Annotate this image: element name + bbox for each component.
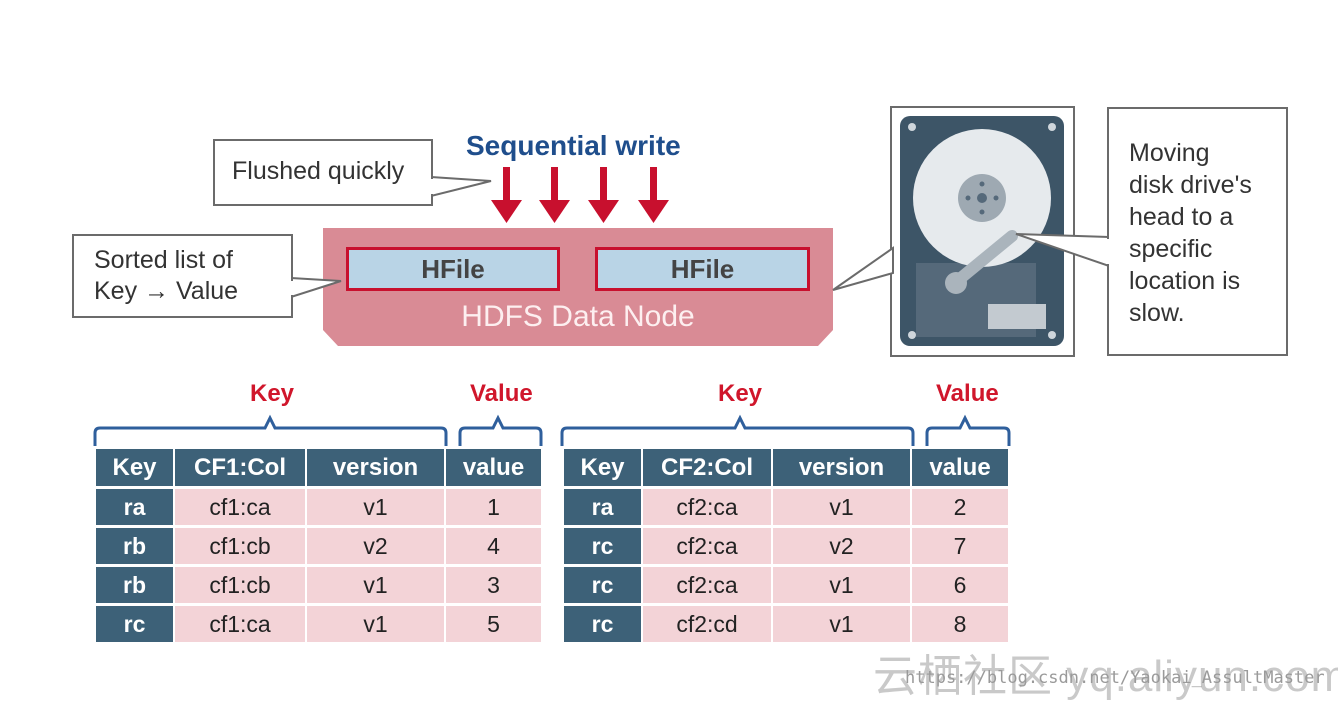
cell: v1 xyxy=(773,567,912,603)
cell: 7 xyxy=(912,528,1008,564)
table-row: rc cf1:ca v1 5 xyxy=(96,606,541,642)
disk-callout-line: Moving xyxy=(1129,139,1210,167)
cell: cf2:ca xyxy=(643,528,773,564)
cell: 4 xyxy=(446,528,541,564)
table-row: ra cf1:ca v1 1 xyxy=(96,489,541,525)
col-header: CF2:Col xyxy=(643,449,773,486)
cell: v1 xyxy=(307,606,446,642)
cell: cf1:ca xyxy=(175,489,307,525)
table-row: rb cf1:cb v1 3 xyxy=(96,567,541,603)
col-header: Key xyxy=(96,449,175,486)
sequential-write-label: Sequential write xyxy=(466,130,681,161)
table-header-row: Key CF2:Col version value xyxy=(564,449,1008,486)
right-kv-table: Key CF2:Col version value ra cf2:ca v1 2… xyxy=(564,446,1008,645)
row-key-cell: ra xyxy=(564,489,643,525)
cell: cf2:ca xyxy=(643,567,773,603)
watermark-main: 云栖社区 yq.aliyun.com xyxy=(873,652,1338,701)
table-header-row: Key CF1:Col version value xyxy=(96,449,541,486)
cell: 6 xyxy=(912,567,1008,603)
sorted-pointer-cover xyxy=(289,281,294,295)
disk-callout-line: location is xyxy=(1129,267,1241,295)
col-header: version xyxy=(773,449,912,486)
sorted-list-line2: Key → Value xyxy=(94,277,239,305)
write-arrows xyxy=(491,167,669,223)
row-key-cell: rc xyxy=(96,606,175,642)
row-key-cell: rc xyxy=(564,606,643,642)
cell: cf1:ca xyxy=(175,606,307,642)
sorted-list-line1: Sorted list of xyxy=(94,246,233,274)
flushed-quickly-text: Flushed quickly xyxy=(232,157,405,185)
table-row: rc cf2:ca v1 6 xyxy=(564,567,1008,603)
cell: v1 xyxy=(773,606,912,642)
flushed-pointer-cover xyxy=(429,179,433,194)
cell: 5 xyxy=(446,606,541,642)
watermark-url: https://blog.csdn.net/Yaokai_AssultMaste… xyxy=(905,668,1325,688)
cell: 3 xyxy=(446,567,541,603)
right-value-label: Value xyxy=(936,380,999,407)
cell: 1 xyxy=(446,489,541,525)
row-key-cell: rc xyxy=(564,528,643,564)
cell: v1 xyxy=(307,489,446,525)
row-key-cell: rb xyxy=(96,567,175,603)
disk-callout-line: disk drive's xyxy=(1129,171,1252,199)
table-row: rb cf1:cb v2 4 xyxy=(96,528,541,564)
table-row: rc cf2:cd v1 8 xyxy=(564,606,1008,642)
disk-drive-icon xyxy=(900,116,1064,346)
row-key-cell: rb xyxy=(96,528,175,564)
hfile-left: HFile xyxy=(346,247,560,291)
cell: cf2:ca xyxy=(643,489,773,525)
cell: cf1:cb xyxy=(175,528,307,564)
disk-callout: Moving disk drive's head to a specific l… xyxy=(1107,107,1288,356)
disk-callout-line: head to a xyxy=(1129,203,1234,231)
hfile-right: HFile xyxy=(595,247,810,291)
col-header: CF1:Col xyxy=(175,449,307,486)
cell: v2 xyxy=(773,528,912,564)
cell: v1 xyxy=(773,489,912,525)
col-header: version xyxy=(307,449,446,486)
disk-callout-line: slow. xyxy=(1129,299,1185,327)
cell: v2 xyxy=(307,528,446,564)
braces xyxy=(93,414,1011,446)
col-header: Key xyxy=(564,449,643,486)
hdfs-data-node-label: HDFS Data Node xyxy=(461,300,695,333)
cell: cf1:cb xyxy=(175,567,307,603)
col-header: value xyxy=(446,449,541,486)
left-key-label: Key xyxy=(250,380,295,407)
disk-pointer-cover xyxy=(1106,239,1111,264)
disk-callout-line: specific xyxy=(1129,235,1213,263)
left-kv-table: Key CF1:Col version value ra cf1:ca v1 1… xyxy=(96,446,541,645)
table-row: rc cf2:ca v2 7 xyxy=(564,528,1008,564)
right-key-label: Key xyxy=(718,380,763,407)
left-value-label: Value xyxy=(470,380,533,407)
col-header: value xyxy=(912,449,1008,486)
cell: cf2:cd xyxy=(643,606,773,642)
cell: 8 xyxy=(912,606,1008,642)
row-key-cell: rc xyxy=(564,567,643,603)
table-row: ra cf2:ca v1 2 xyxy=(564,489,1008,525)
cell: v1 xyxy=(307,567,446,603)
row-key-cell: ra xyxy=(96,489,175,525)
flushed-quickly-callout: Flushed quickly xyxy=(213,139,433,206)
sorted-list-callout: Sorted list of Key → Value xyxy=(72,234,293,318)
cell: 2 xyxy=(912,489,1008,525)
callout-pointers xyxy=(290,175,1110,299)
